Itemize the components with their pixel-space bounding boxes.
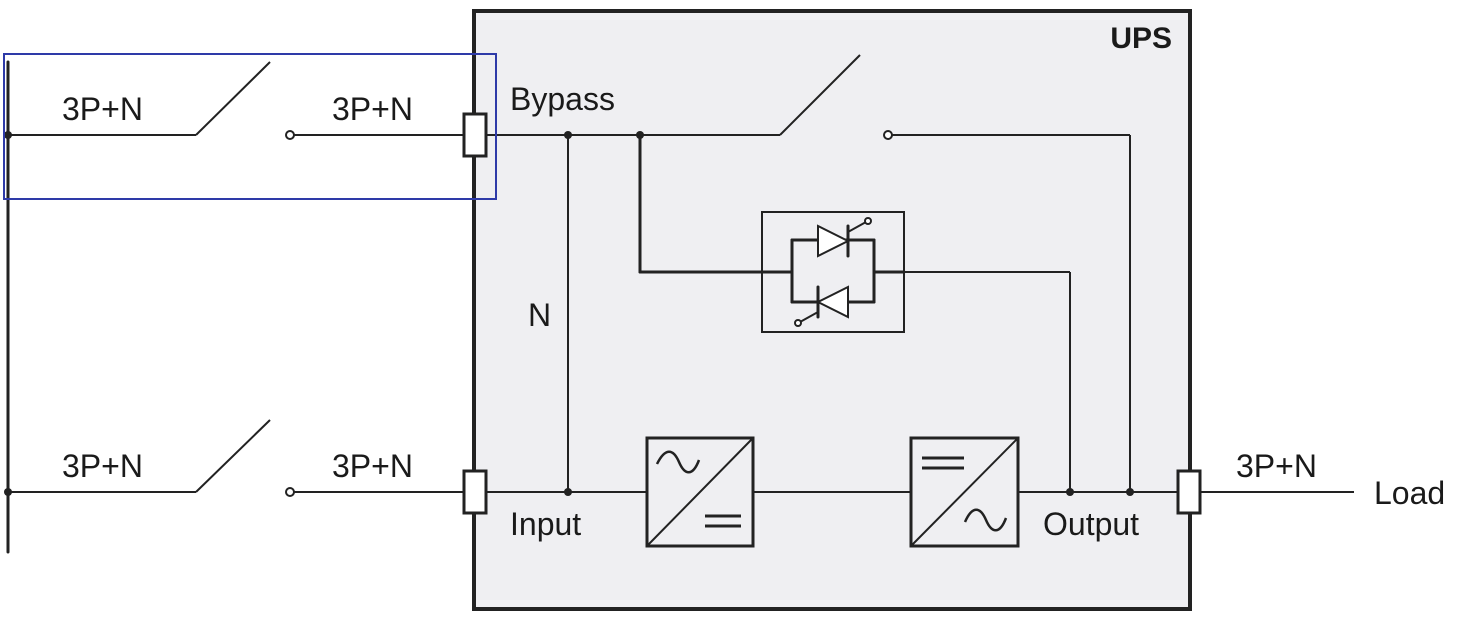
maintenance-switch-contact [883,130,893,140]
highlight-frame [3,53,497,200]
ac-to-dc-converter-icon [645,436,755,548]
bypass-feed-switch-contact [285,130,295,140]
output-label: Output [1043,506,1139,542]
output-junction-maintenance [1126,488,1134,496]
input-feed-switch-contact [285,487,295,497]
feed-top-left-label: 3P+N [62,91,143,127]
output-junction-static [1066,488,1074,496]
load-label: Load [1374,475,1445,511]
input-label: Input [510,506,581,542]
bypass-terminal [462,112,488,158]
feed-bottom-left-label: 3P+N [62,448,143,484]
bypass-label: Bypass [510,81,615,117]
bypass-feed-switch-blade [195,61,271,136]
bypass-feed-junction [4,131,12,139]
input-feed-switch-blade [195,419,271,493]
dc-to-ac-converter-icon [909,436,1020,548]
thyristor-static-switch-icon [760,211,906,333]
input-feed-junction [4,488,12,496]
feed-top-right-label: 3P+N [332,91,413,127]
neutral-junction-bottom [564,488,572,496]
output-terminal [1176,469,1202,515]
feed-output-label: 3P+N [1236,448,1317,484]
input-terminal [462,469,488,515]
maintenance-switch-blade [779,54,861,136]
ups-title: UPS [1110,22,1172,55]
feed-bottom-right-label: 3P+N [332,448,413,484]
neutral-label: N [528,297,551,333]
